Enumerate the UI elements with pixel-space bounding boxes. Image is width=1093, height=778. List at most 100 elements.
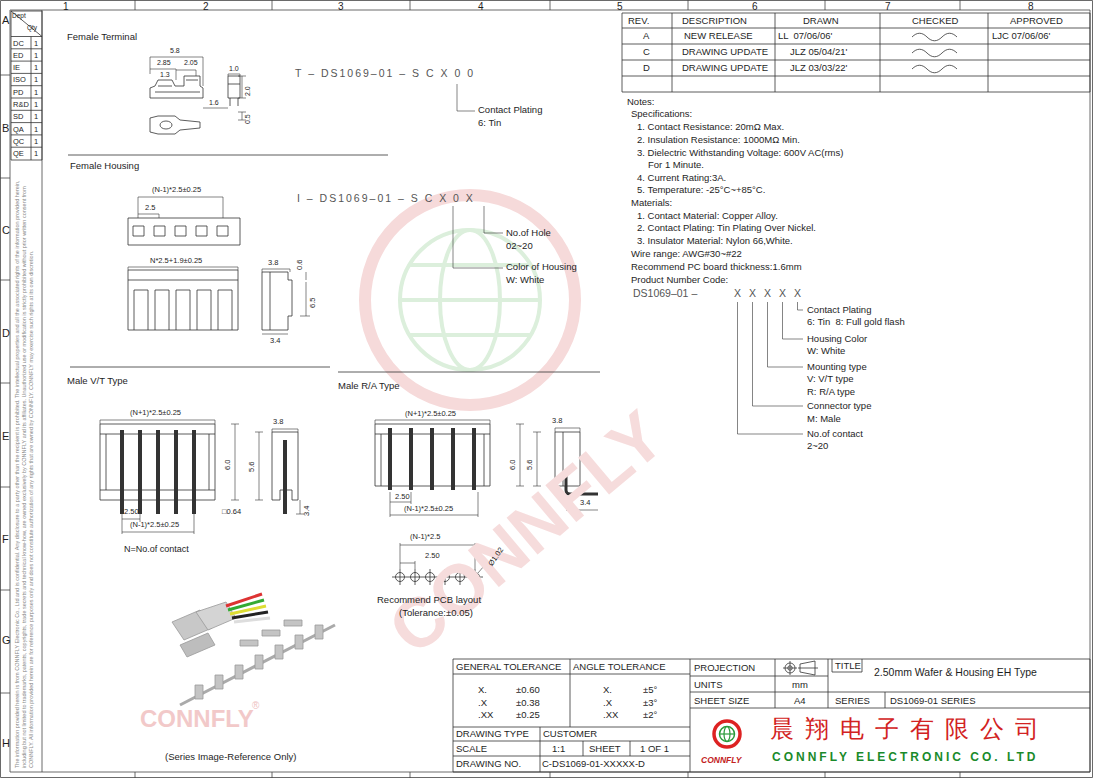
title-block [453,659,690,772]
section-rule [338,372,600,373]
zone-number: 8 [1028,1,1034,12]
dimension-text: (N-1)*2.5±0.25 [152,186,201,194]
revision-table [622,13,1090,92]
table-cell: 1 [34,126,38,134]
projection-symbol [783,661,818,675]
spec-note: Notes: [627,97,654,107]
section-title: Male R/A Type [338,381,400,391]
table-cell: DRAWING UPDATE [682,47,768,57]
dimension-text: (N+1)*2.5±0.25 [405,410,456,418]
dimension-line [555,428,580,432]
revision-table [912,65,957,73]
code-letter: X [779,288,786,300]
spec-note: 4. Current Rating:3A. [637,173,726,183]
table-cell: GENERAL TOLERANCE [456,662,561,672]
code-note: V: V/T type [807,374,853,384]
dept-table [11,11,42,160]
code-note: 02~20 [506,241,533,251]
dimension-text: 5.6 [248,462,256,472]
female-terminal [150,76,240,134]
dimension-text: (N-1)*2.5±0.25 [404,505,453,513]
table-cell: 1 [34,150,38,158]
code-note: W: White [807,346,845,356]
table-cell: C-DS1069-01-XXXXX-D [542,759,645,769]
table-cell: A [643,31,649,41]
dept-table [11,37,42,161]
female-terminal [228,76,240,98]
table-cell: QC [13,138,24,146]
dimension-text: 3.8 [273,418,283,426]
section-title: Female Housing [70,161,139,171]
dimension-text: 3.4 [580,499,590,507]
company-logo [720,727,735,742]
dimension-line [100,420,304,534]
revision-table [622,13,1090,92]
female-housing [134,290,232,330]
title-block [453,659,1090,772]
product-photo [232,612,268,618]
zone-letter: E [2,430,9,442]
watermark-globe [410,333,530,337]
table-cell: LJC 07/06/06' [992,31,1050,41]
table-cell: ±0.25 [516,710,540,720]
female-terminal [155,80,200,92]
leader-line [738,302,804,434]
table-cell: ±2° [643,710,657,720]
spec-note: Wire range: AWG#30~#22 [631,249,742,259]
watermark-logo [365,195,575,405]
watermark-globe [400,230,540,370]
female-housing [175,226,186,236]
table-cell: ±0.60 [516,685,540,695]
projection-symbol [783,661,818,675]
dimension-line [300,272,310,316]
table-cell: .XX [603,710,618,720]
leader-line [738,302,804,434]
code-note: Contact Plating [807,305,871,315]
zone-number: 1 [63,1,69,12]
code-note: M: Male [807,414,841,424]
dimension-text: 3.4 [270,337,280,345]
product-photo [195,620,323,699]
table-cell: DRAWING TYPE [456,729,529,739]
female-housing [128,280,238,281]
dimension-text: 5.8 [170,47,180,55]
spec-note: 2. Insulation Resistance: 1000MΩ Min. [637,135,800,145]
header-pin [156,430,160,514]
table-cell: 1 OF 1 [640,744,669,754]
female-terminal [150,76,203,98]
logo-text: CONNFLY [701,756,741,765]
header-pin [388,428,476,490]
watermark-logo [365,195,575,405]
dimension-text: 1.6 [209,99,219,107]
dept-table [11,11,42,160]
table-cell: X. [478,685,487,695]
table-cell: QE [13,150,24,158]
spec-note: 3. Insulator Material: Nylon 66,White. [637,236,793,246]
code-note: 6: Tin 8: Full gold flash [807,317,905,327]
header-pin [409,428,413,490]
female-terminal [228,84,240,106]
zone-letter: F [2,533,9,545]
female-housing [154,226,165,236]
spec-note: For 1 Minute. [648,160,704,170]
table-cell: ED [13,52,23,60]
code-note: No.of contact [807,429,863,439]
product-photo [315,625,323,639]
section-title: Female Terminal [67,32,137,42]
dimension-text: 1.0 [229,65,239,73]
product-photo [262,630,280,636]
female-terminal [160,121,172,129]
code-note: 6: Tin [478,118,501,128]
dimension-line [100,420,215,424]
product-photo [284,620,302,626]
product-photo [226,594,270,622]
code-note: Connector type [807,401,871,411]
drawing-title: 2.50mm Wafer & Housing EH Type [874,667,1037,679]
table-cell: Qty [27,24,37,31]
table-cell: 1 [34,40,38,48]
dimension-line [390,492,478,517]
dimension-text: 2.05 [184,59,198,67]
dimension-text: 2.50 [395,493,410,501]
product-photo [255,655,263,669]
